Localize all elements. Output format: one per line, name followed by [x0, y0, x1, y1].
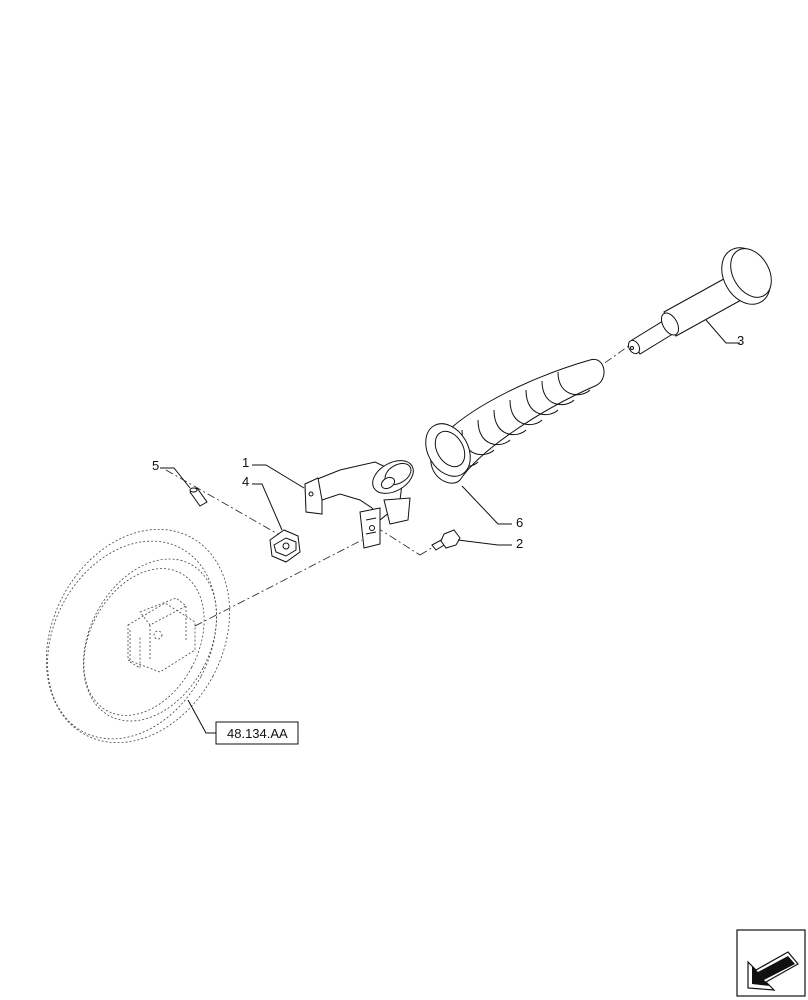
callout-4: 4 — [242, 474, 249, 489]
navigation-arrow-icon[interactable] — [736, 929, 806, 997]
callout-1: 1 — [242, 455, 249, 470]
callout-6: 6 — [516, 515, 523, 530]
yoke-part-1[interactable] — [304, 454, 419, 549]
rod-part-3[interactable] — [626, 239, 780, 356]
assembly-axis — [165, 344, 631, 627]
bolt-part-2[interactable] — [431, 529, 461, 551]
idler-wheel[interactable] — [10, 497, 265, 775]
reference-label[interactable]: 48.134.AA — [215, 721, 299, 745]
reference-label-text: 48.134.AA — [227, 726, 288, 741]
spring-part-6[interactable] — [417, 358, 605, 484]
callout-5: 5 — [152, 458, 159, 473]
callout-3: 3 — [737, 333, 744, 348]
callout-leaders — [160, 319, 740, 734]
callout-2: 2 — [516, 536, 523, 551]
nut-part-4[interactable] — [269, 529, 301, 563]
pin-part-5[interactable] — [189, 487, 208, 507]
